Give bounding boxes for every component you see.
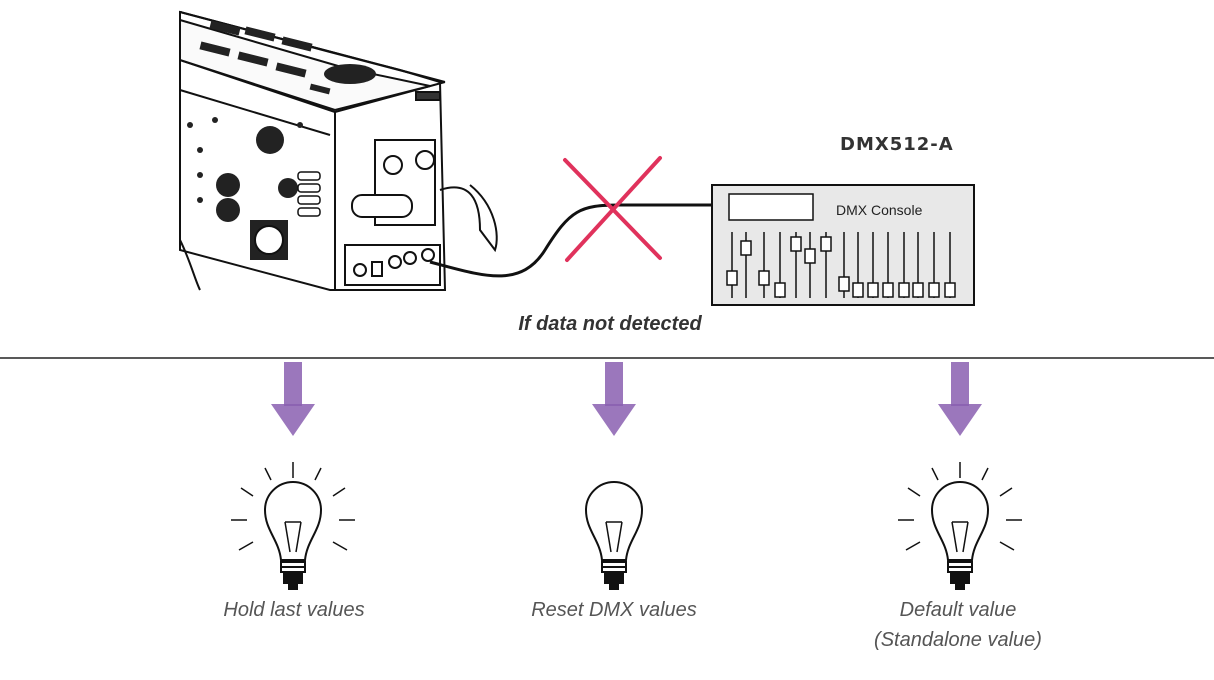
disconnect-cross-icon <box>563 156 662 262</box>
condition-label: If data not detected <box>518 313 702 335</box>
light-ray <box>907 487 921 497</box>
light-ray <box>314 467 322 481</box>
bulb-off-icon <box>584 481 644 590</box>
light-ray <box>981 467 989 481</box>
outcome-sublabel-default: (Standalone value) <box>874 629 1042 651</box>
down-arrow-icon <box>271 362 315 436</box>
light-ray <box>999 541 1015 551</box>
light-ray <box>999 487 1013 497</box>
light-ray <box>238 541 254 551</box>
light-ray <box>332 541 348 551</box>
bulb-on-icon <box>898 462 1022 590</box>
fader-knob <box>790 236 802 252</box>
light-ray <box>931 467 939 481</box>
fader-knob <box>820 236 832 252</box>
console-faders <box>726 232 956 298</box>
dmx-console-icon <box>711 184 975 306</box>
console-label: DMX Console <box>836 202 923 218</box>
fader-knob <box>944 282 956 298</box>
dmx-cable <box>429 203 720 278</box>
fader-knob <box>804 248 816 264</box>
light-ray <box>240 487 254 497</box>
fader-knob <box>928 282 940 298</box>
protocol-label: DMX512-A <box>840 134 954 155</box>
down-arrow-icon <box>592 362 636 436</box>
bulb-on-icon <box>231 462 355 590</box>
light-ray <box>905 541 921 551</box>
fader-knob <box>726 270 738 286</box>
light-ray <box>264 467 272 481</box>
fader-knob <box>912 282 924 298</box>
fader-knob <box>758 270 770 286</box>
console-display <box>728 193 814 221</box>
light-ray <box>332 487 346 497</box>
outcome-label-default: Default value <box>899 599 1017 621</box>
outcome-label-reset: Reset DMX values <box>531 599 697 621</box>
fader-knob <box>838 276 850 292</box>
fixture-icon <box>179 10 498 291</box>
fader-knob <box>882 282 894 298</box>
outcome-label-hold: Hold last values <box>223 599 365 621</box>
fader-knob <box>898 282 910 298</box>
fader-knob <box>774 282 786 298</box>
fader-knob <box>740 240 752 256</box>
fader-knob <box>852 282 864 298</box>
down-arrow-icon <box>938 362 982 436</box>
fader-knob <box>867 282 879 298</box>
